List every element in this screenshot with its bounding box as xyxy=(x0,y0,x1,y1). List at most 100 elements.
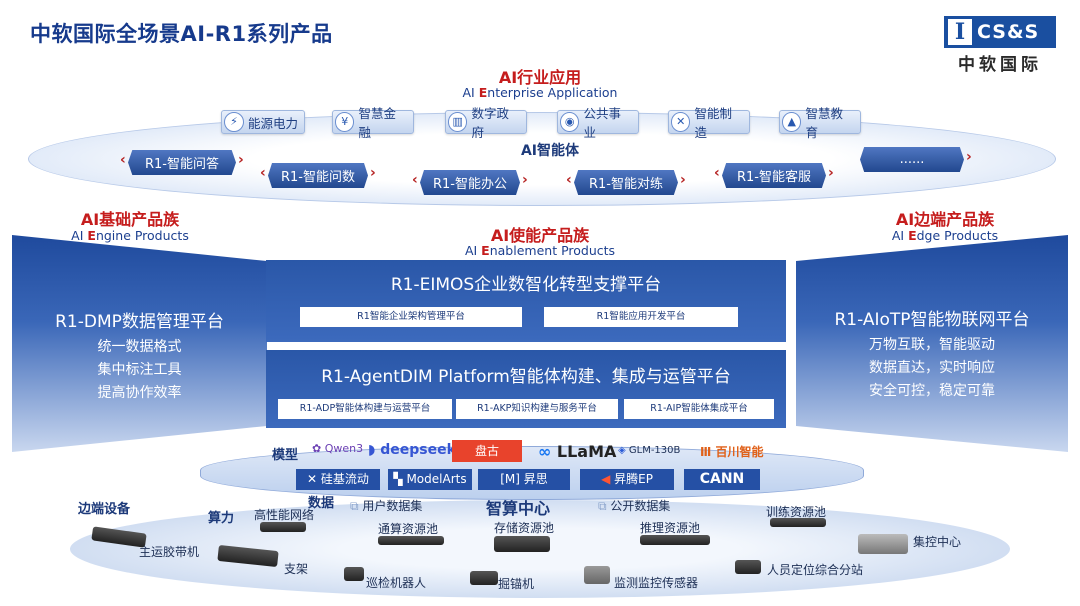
agent-qa[interactable]: R1-智能问答 xyxy=(128,150,236,175)
eimos-sub-button[interactable]: R1智能应用开发平台 xyxy=(544,307,738,327)
device-conveyor: 主运胶带机 xyxy=(139,545,200,559)
model-label: deepseek xyxy=(380,442,456,458)
agent-data-query[interactable]: R1-智能问数 xyxy=(268,163,368,188)
agent-label: R1-智能客服 xyxy=(737,170,811,185)
agentdim-title: R1-AgentDIM Platform智能体构建、集成与运管平台 xyxy=(321,367,731,387)
model-label: 百川智能 xyxy=(715,445,764,459)
model-deepseek[interactable]: ◗ deepseek xyxy=(368,442,456,458)
modelarts-icon: ▚ xyxy=(393,472,407,486)
agent-service[interactable]: R1-智能客服 xyxy=(722,163,826,188)
station-icon xyxy=(735,560,761,574)
device-support: 支架 xyxy=(284,562,309,576)
chevron-right-icon: › xyxy=(680,172,686,188)
industry-item-public[interactable]: ◉公共事业 xyxy=(557,106,639,140)
agentdim-sub-button[interactable]: R1-AKP知识构建与服务平台 xyxy=(456,399,618,419)
mindspore-icon: [M] xyxy=(500,472,524,486)
drill-icon xyxy=(470,571,498,585)
dataset-label: 用户数据集 xyxy=(362,499,423,513)
industry-item-gov[interactable]: ▥数字政府 xyxy=(445,106,527,140)
engine-title: AI基础产品族 xyxy=(80,210,180,229)
engine-subtitle: AI Engine Products xyxy=(71,228,189,243)
baichuan-icon: Ⅲ xyxy=(700,445,716,459)
model-label: GLM-130B xyxy=(628,445,681,456)
industry-title: AI行业应用 xyxy=(498,68,582,87)
enablement-title: AI使能产品族 xyxy=(490,226,590,245)
agent-label: R1-智能对练 xyxy=(589,177,663,192)
engine-feature: 提高协作效率 xyxy=(97,385,182,401)
industry-row: ⚡能源电力 ¥智慧金融 ▥数字政府 ◉公共事业 ✕智能制造 ▲智慧教育 xyxy=(221,106,871,140)
engine-panel: R1-DMP数据管理平台 统一数据格式 集中标注工具 提高协作效率 xyxy=(12,235,267,452)
model-qwen[interactable]: ✿ Qwen3 xyxy=(312,442,363,455)
platform-ascend[interactable]: ◀ 昇腾EP xyxy=(580,469,674,490)
meta-icon: ∞ xyxy=(538,442,557,461)
model-label: 盘古 xyxy=(474,444,499,458)
robot-icon xyxy=(344,567,364,581)
edge-feature: 万物互联，智能驱动 xyxy=(869,337,995,353)
server-icon xyxy=(378,536,444,545)
model-label: Qwen3 xyxy=(324,442,364,455)
industry-label: 数字政府 xyxy=(471,106,509,140)
edge-feature: 数据直达，实时响应 xyxy=(869,360,995,376)
platform-label: 昇腾EP xyxy=(614,472,653,486)
industry-label: 公共事业 xyxy=(583,106,621,140)
models-label: 模型 xyxy=(272,448,299,463)
device-control: 集控中心 xyxy=(913,535,962,549)
industry-label: 智能制造 xyxy=(694,106,732,140)
platform-label: ModelArts xyxy=(406,472,467,486)
chevron-left-icon: ‹ xyxy=(714,165,720,181)
chevron-left-icon: ‹ xyxy=(260,165,266,181)
share-icon: ⧉ xyxy=(598,499,611,513)
agent-label: R1-智能问数 xyxy=(281,170,355,185)
platform-mindspore[interactable]: [M] 昇思 xyxy=(478,469,570,490)
industry-item-manufacturing[interactable]: ✕智能制造 xyxy=(668,106,750,140)
agent-office[interactable]: R1-智能办公 xyxy=(420,170,520,195)
resource-storage: 存储资源池 xyxy=(494,521,555,535)
shield-icon: ◉ xyxy=(560,112,580,132)
server-icon xyxy=(260,522,306,532)
platform-label: 昇思 xyxy=(523,472,548,486)
agentdim-sub-button[interactable]: R1-ADP智能体构建与运营平台 xyxy=(278,399,452,419)
model-baichuan[interactable]: Ⅲ 百川智能 xyxy=(700,443,764,460)
industry-item-energy[interactable]: ⚡能源电力 xyxy=(221,110,305,134)
device-sensor: 监测监控传感器 xyxy=(614,576,699,590)
glm-icon: ◈ xyxy=(618,445,629,456)
eimos-panel: R1-EIMOS企业数智化转型支撑平台 R1智能企业架构管理平台 R1智能应用开… xyxy=(266,260,786,342)
industry-label: 能源电力 xyxy=(248,115,299,131)
edge-panel: R1-AIoTP智能物联网平台 万物互联，智能驱动 数据直达，实时响应 安全可控… xyxy=(796,235,1068,452)
edge-devices-label: 边端设备 xyxy=(78,502,131,517)
agent-practice[interactable]: R1-智能对练 xyxy=(574,170,678,195)
compute-label: 算力 xyxy=(208,511,235,526)
resource-training: 训练资源池 xyxy=(766,505,827,519)
agent-more[interactable]: ...... xyxy=(860,147,964,172)
logo-chinese: 中软国际 xyxy=(958,55,1042,75)
storage-icon xyxy=(494,536,550,552)
chevron-left-icon: ‹ xyxy=(120,152,126,168)
device-bolter: 掘锚机 xyxy=(498,577,535,591)
chevron-right-icon: › xyxy=(828,165,834,181)
platform-cann[interactable]: CANN xyxy=(684,469,760,490)
industry-label: 智慧金融 xyxy=(358,106,396,140)
industry-subtitle: AI Enterprise Application xyxy=(462,85,618,100)
eimos-title: R1-EIMOS企业数智化转型支撑平台 xyxy=(390,275,662,295)
chevron-right-icon: › xyxy=(966,149,972,165)
model-glm[interactable]: ◈ GLM-130B xyxy=(618,445,680,456)
chevron-right-icon: › xyxy=(522,172,528,188)
eimos-sub-button[interactable]: R1智能企业架构管理平台 xyxy=(300,307,522,327)
agent-label: R1-智能问答 xyxy=(145,157,219,172)
platform-siliconflow[interactable]: ✕ 硅基流动 xyxy=(296,469,380,490)
data-label: 数据 xyxy=(308,496,335,511)
industry-item-finance[interactable]: ¥智慧金融 xyxy=(332,106,414,140)
model-llama[interactable]: ∞ LLaMA xyxy=(538,442,616,461)
agentdim-sub-button[interactable]: R1-AIP智能体集成平台 xyxy=(624,399,774,419)
edge-subtitle: AI Edge Products xyxy=(891,228,999,243)
industry-label: 智慧教育 xyxy=(805,106,843,140)
agentdim-panel: R1-AgentDIM Platform智能体构建、集成与运管平台 R1-ADP… xyxy=(266,350,786,428)
chevron-right-icon: › xyxy=(238,152,244,168)
engine-platform: R1-DMP数据管理平台 xyxy=(55,312,224,332)
logo-brand: CS&S xyxy=(977,21,1040,43)
model-pangu[interactable]: 盘古 xyxy=(452,440,522,462)
industry-item-education[interactable]: ▲智慧教育 xyxy=(779,106,861,140)
platform-modelarts[interactable]: ▚ ModelArts xyxy=(388,469,472,490)
enablement-subtitle: AI Enablement Products xyxy=(464,243,616,258)
